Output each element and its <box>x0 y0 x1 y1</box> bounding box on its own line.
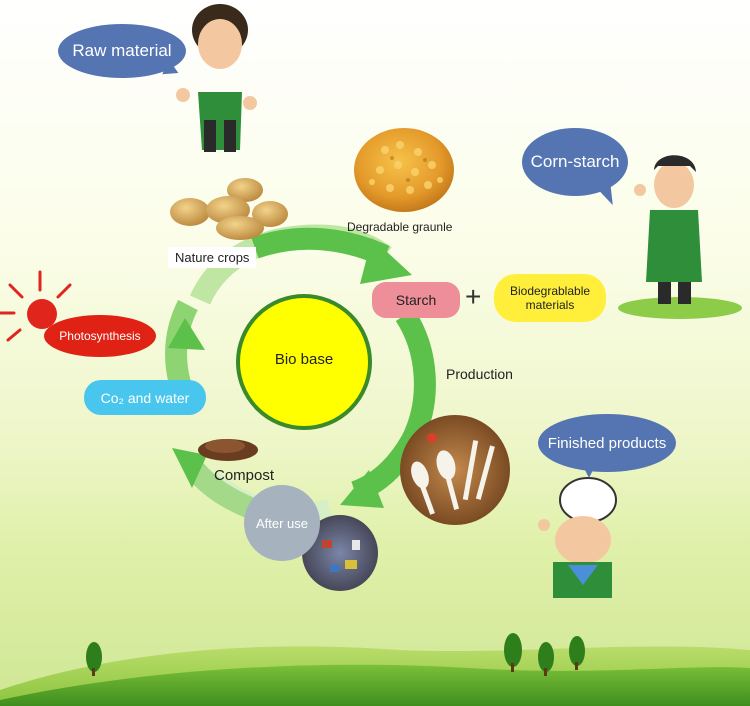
front-hill <box>0 664 750 706</box>
finished-products-bubble: Finished products <box>538 414 676 472</box>
center-circle <box>236 294 372 430</box>
chef-icon <box>538 477 617 598</box>
nature-crops-label: Nature crops <box>168 247 257 268</box>
photosynthesis-label: Photosynthesis <box>59 329 141 343</box>
starch-pill: Starch <box>372 282 460 318</box>
biodegradable-pill: Biodegrablable materials <box>494 274 606 322</box>
raw-material-bubble: Raw material <box>58 24 186 78</box>
soil-icon <box>198 439 258 461</box>
co2-water-label: Co₂ and water <box>100 389 190 406</box>
compost-label: Compost <box>214 467 275 484</box>
tree-icon <box>569 636 585 670</box>
biodegradable-label: Biodegrablable materials <box>509 284 591 312</box>
raw-material-label: Raw material <box>72 41 172 60</box>
tree-icon <box>504 633 522 672</box>
photosynthesis-pill: Photosynthesis <box>44 315 156 357</box>
co2-water-pill: Co₂ and water <box>84 380 206 415</box>
cutlery-icon <box>400 415 510 525</box>
corn-starch-bubble: Corn-starch <box>522 128 628 196</box>
corn-starch-label: Corn-starch <box>530 152 620 171</box>
person-raw-material-icon <box>176 4 257 152</box>
scientist-icon <box>618 155 742 319</box>
corn-granule-icon <box>354 128 454 212</box>
after-use-label: After use <box>255 515 309 531</box>
potato-icon <box>170 178 288 240</box>
degradable-granule-label: Degradable graunle <box>347 220 453 234</box>
sun-icon <box>0 270 72 342</box>
plus-sign: + <box>465 281 482 312</box>
waste-icon <box>302 515 378 591</box>
cycle-arrows <box>165 224 436 525</box>
after-use-circle: After use <box>244 485 320 561</box>
finished-products-bubble-tail <box>582 464 596 478</box>
tree-icon <box>86 642 102 676</box>
tree-icon <box>538 642 554 676</box>
finished-products-label: Finished products <box>547 434 667 452</box>
production-label: Production <box>446 366 513 382</box>
center-label: Bio base <box>274 351 334 368</box>
starch-label: Starch <box>395 292 437 308</box>
